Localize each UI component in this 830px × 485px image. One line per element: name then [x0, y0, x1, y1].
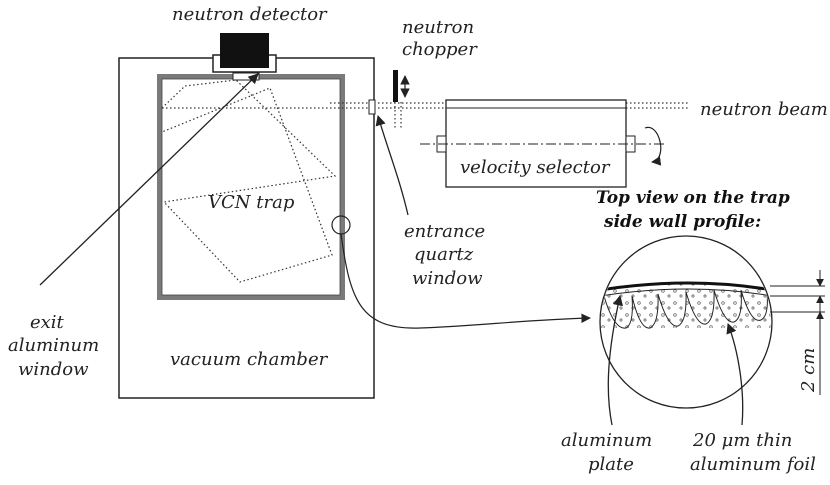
exit-label-2: aluminum [8, 335, 99, 356]
foil-label-2: aluminum foil [690, 454, 816, 475]
top-view-label-1: Top view on the trap [596, 188, 790, 208]
neutron-trajectories [161, 79, 337, 283]
foil-label-1: 20 μm thin [692, 430, 792, 451]
top-view-label-2: side wall profile: [603, 212, 761, 232]
vcn-trap-label: VCN trap [208, 192, 295, 213]
dimension-label: 2 cm [798, 348, 819, 393]
neutron-detector [220, 33, 269, 68]
entrance-label-2: quartz [414, 244, 474, 265]
neutron-beam-label: neutron beam [700, 99, 828, 120]
side-wall-profile-view [599, 235, 773, 409]
foil-pointer [726, 323, 744, 426]
entrance-quartz-window [368, 99, 376, 115]
neutron-chopper [393, 70, 398, 102]
neutron-detector-label: neutron detector [172, 4, 328, 25]
exit-label-3: window [18, 359, 89, 380]
magnifier-connector [340, 233, 591, 329]
velocity-selector-label: velocity selector [460, 157, 611, 178]
neutron-chopper-label-2: chopper [402, 39, 478, 60]
vcn-trap [157, 72, 345, 300]
dimension-marker [770, 270, 825, 395]
entrance-label-1: entrance [404, 221, 485, 242]
exit-window-pointer [39, 73, 259, 286]
rotation-arrow [644, 126, 662, 166]
velocity-selector [420, 99, 665, 188]
vacuum-chamber-label: vacuum chamber [170, 349, 329, 370]
entrance-label-3: window [412, 268, 483, 289]
aluminum-plate-label-1: aluminum [561, 430, 652, 451]
aluminum-plate-pointer [607, 294, 624, 426]
exit-label-1: exit [30, 312, 65, 333]
neutron-chopper-label-1: neutron [402, 17, 474, 38]
entrance-window-pointer [375, 115, 409, 216]
aluminum-plate-label-2: plate [588, 454, 634, 475]
